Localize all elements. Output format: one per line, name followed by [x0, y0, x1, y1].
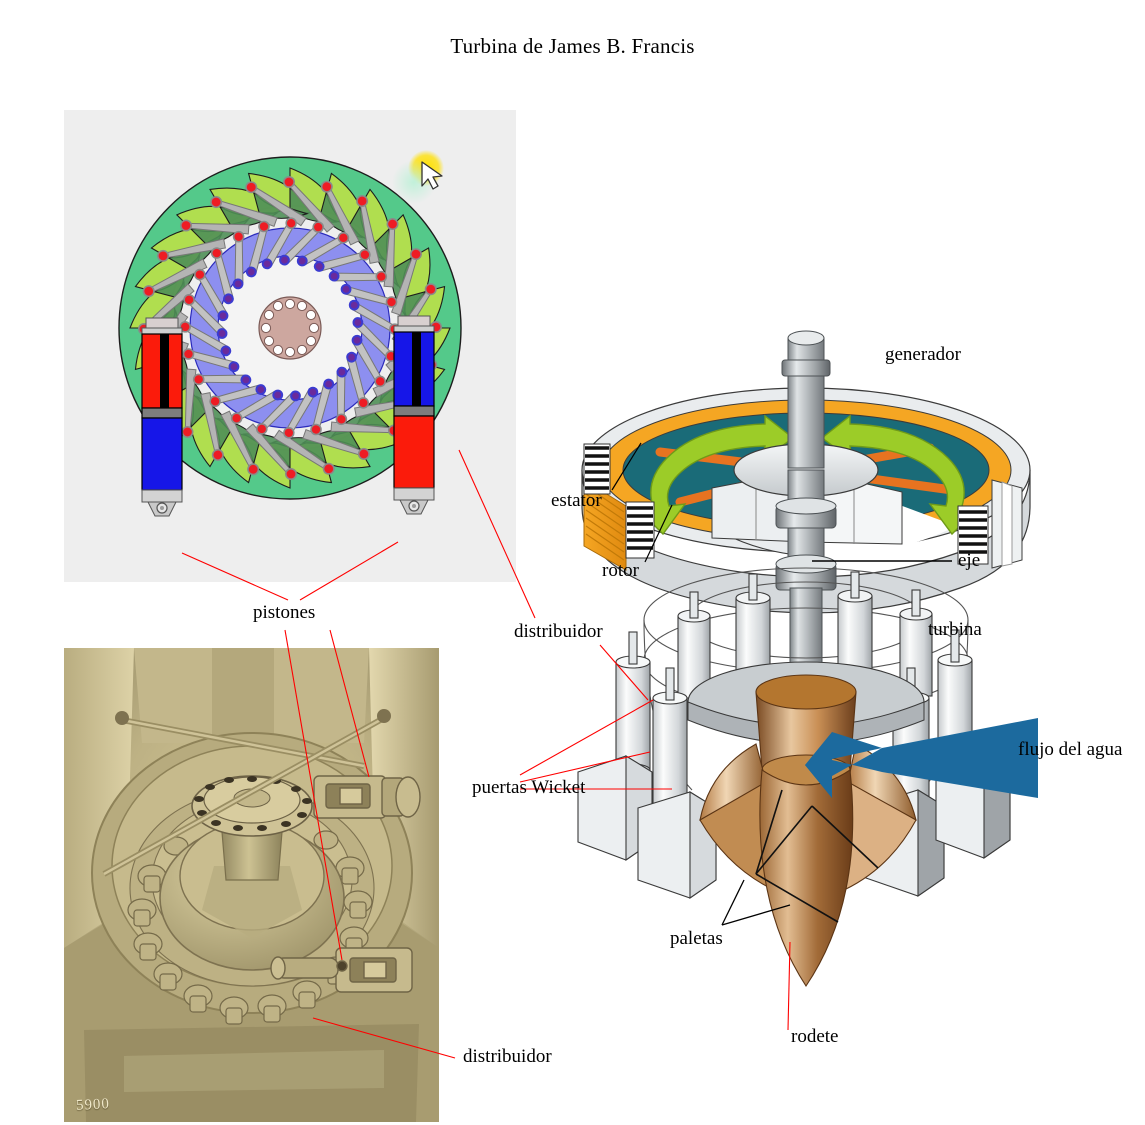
- wicket-gate-mechanism-diagram: [64, 110, 516, 582]
- label-eje: eje: [958, 550, 981, 571]
- label-pistones: pistones: [253, 602, 316, 623]
- piston-right: [393, 315, 435, 515]
- francis-turbine-cutaway-diagram: [560, 320, 1145, 1110]
- turbine-cutaway-svg: [577, 330, 1038, 987]
- water-flow-arrow: [805, 718, 1038, 798]
- piston-left: [141, 317, 183, 517]
- wicket-gate-svg: [64, 110, 516, 582]
- label-estator: estator: [551, 490, 602, 511]
- mouse-cursor-icon: [421, 161, 443, 190]
- label-rotor: rotor: [602, 560, 639, 581]
- label-paletas: paletas: [670, 928, 723, 949]
- label-turbina: turbina: [928, 619, 982, 640]
- servomotor-upper: [313, 775, 421, 819]
- label-generador: generador: [885, 344, 961, 365]
- photo-negative-number: 5900: [75, 1096, 111, 1114]
- historical-turbine-photo: 5900: [64, 648, 439, 1122]
- label-distribuidor-top: distribuidor: [514, 621, 603, 642]
- ring-pins: [216, 254, 364, 402]
- gate-link-pins: [179, 217, 401, 439]
- page-title: Turbina de James B. Francis: [450, 34, 695, 58]
- stator-fins-right: [957, 479, 1023, 569]
- stator-fins-center: [625, 501, 655, 559]
- stator-fins-left: [583, 443, 611, 495]
- label-flujo-del-agua: flujo del agua: [1018, 739, 1123, 760]
- label-puertas-wicket: puertas Wicket: [472, 777, 586, 798]
- hub-flange: [258, 296, 322, 360]
- gate-pivot-pins: [138, 176, 442, 480]
- label-distribuidor-bottom: distribuidor: [463, 1046, 552, 1067]
- label-rodete: rodete: [791, 1026, 839, 1047]
- rotation-arrows: [635, 414, 980, 536]
- photo-artwork: [64, 648, 439, 1122]
- servomotor-lower: [270, 947, 413, 993]
- rotor-laminations: [583, 479, 627, 571]
- runner-assembly: [687, 661, 925, 987]
